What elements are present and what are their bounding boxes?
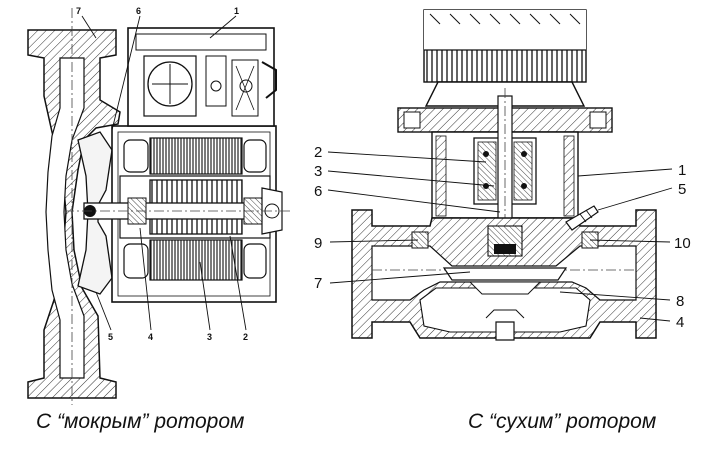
- dry-label-1: 1: [678, 162, 686, 179]
- wet-rotor-drawing: 7 6 1 5 4 3 2: [27, 6, 290, 405]
- dry-label-5: 5: [678, 181, 686, 198]
- dry-leader-lines: [327, 151, 673, 322]
- dry-rotor-caption: С “сухим” ротором: [468, 410, 657, 433]
- dry-label-3: 3: [314, 163, 322, 180]
- dry-label-7: 7: [314, 275, 322, 292]
- wet-rotor-caption: С “мокрым” ротором: [36, 410, 245, 433]
- wet-stator-lower: [149, 239, 243, 281]
- wet-leader-lines: [81, 15, 247, 331]
- dry-label-6: 6: [314, 183, 322, 200]
- wet-label-4: 4: [148, 332, 153, 342]
- wet-stator-upper: [149, 137, 243, 175]
- dry-label-8: 8: [676, 293, 684, 310]
- wet-label-1: 1: [234, 6, 239, 16]
- dry-rotor-drawing: 2 3 6 9 7 1 5 10 8 4: [314, 9, 691, 341]
- dry-label-2: 2: [314, 144, 322, 161]
- dry-label-10: 10: [674, 235, 691, 252]
- dry-impeller: [442, 267, 568, 281]
- wet-label-5: 5: [108, 332, 113, 342]
- wet-label-6: 6: [136, 6, 141, 16]
- wet-label-2: 2: [243, 332, 248, 342]
- dry-label-4: 4: [676, 314, 684, 331]
- dry-vent-valve: [565, 205, 599, 231]
- dry-label-9: 9: [314, 235, 322, 252]
- wet-label-7: 7: [76, 6, 81, 16]
- wet-label-3: 3: [207, 332, 212, 342]
